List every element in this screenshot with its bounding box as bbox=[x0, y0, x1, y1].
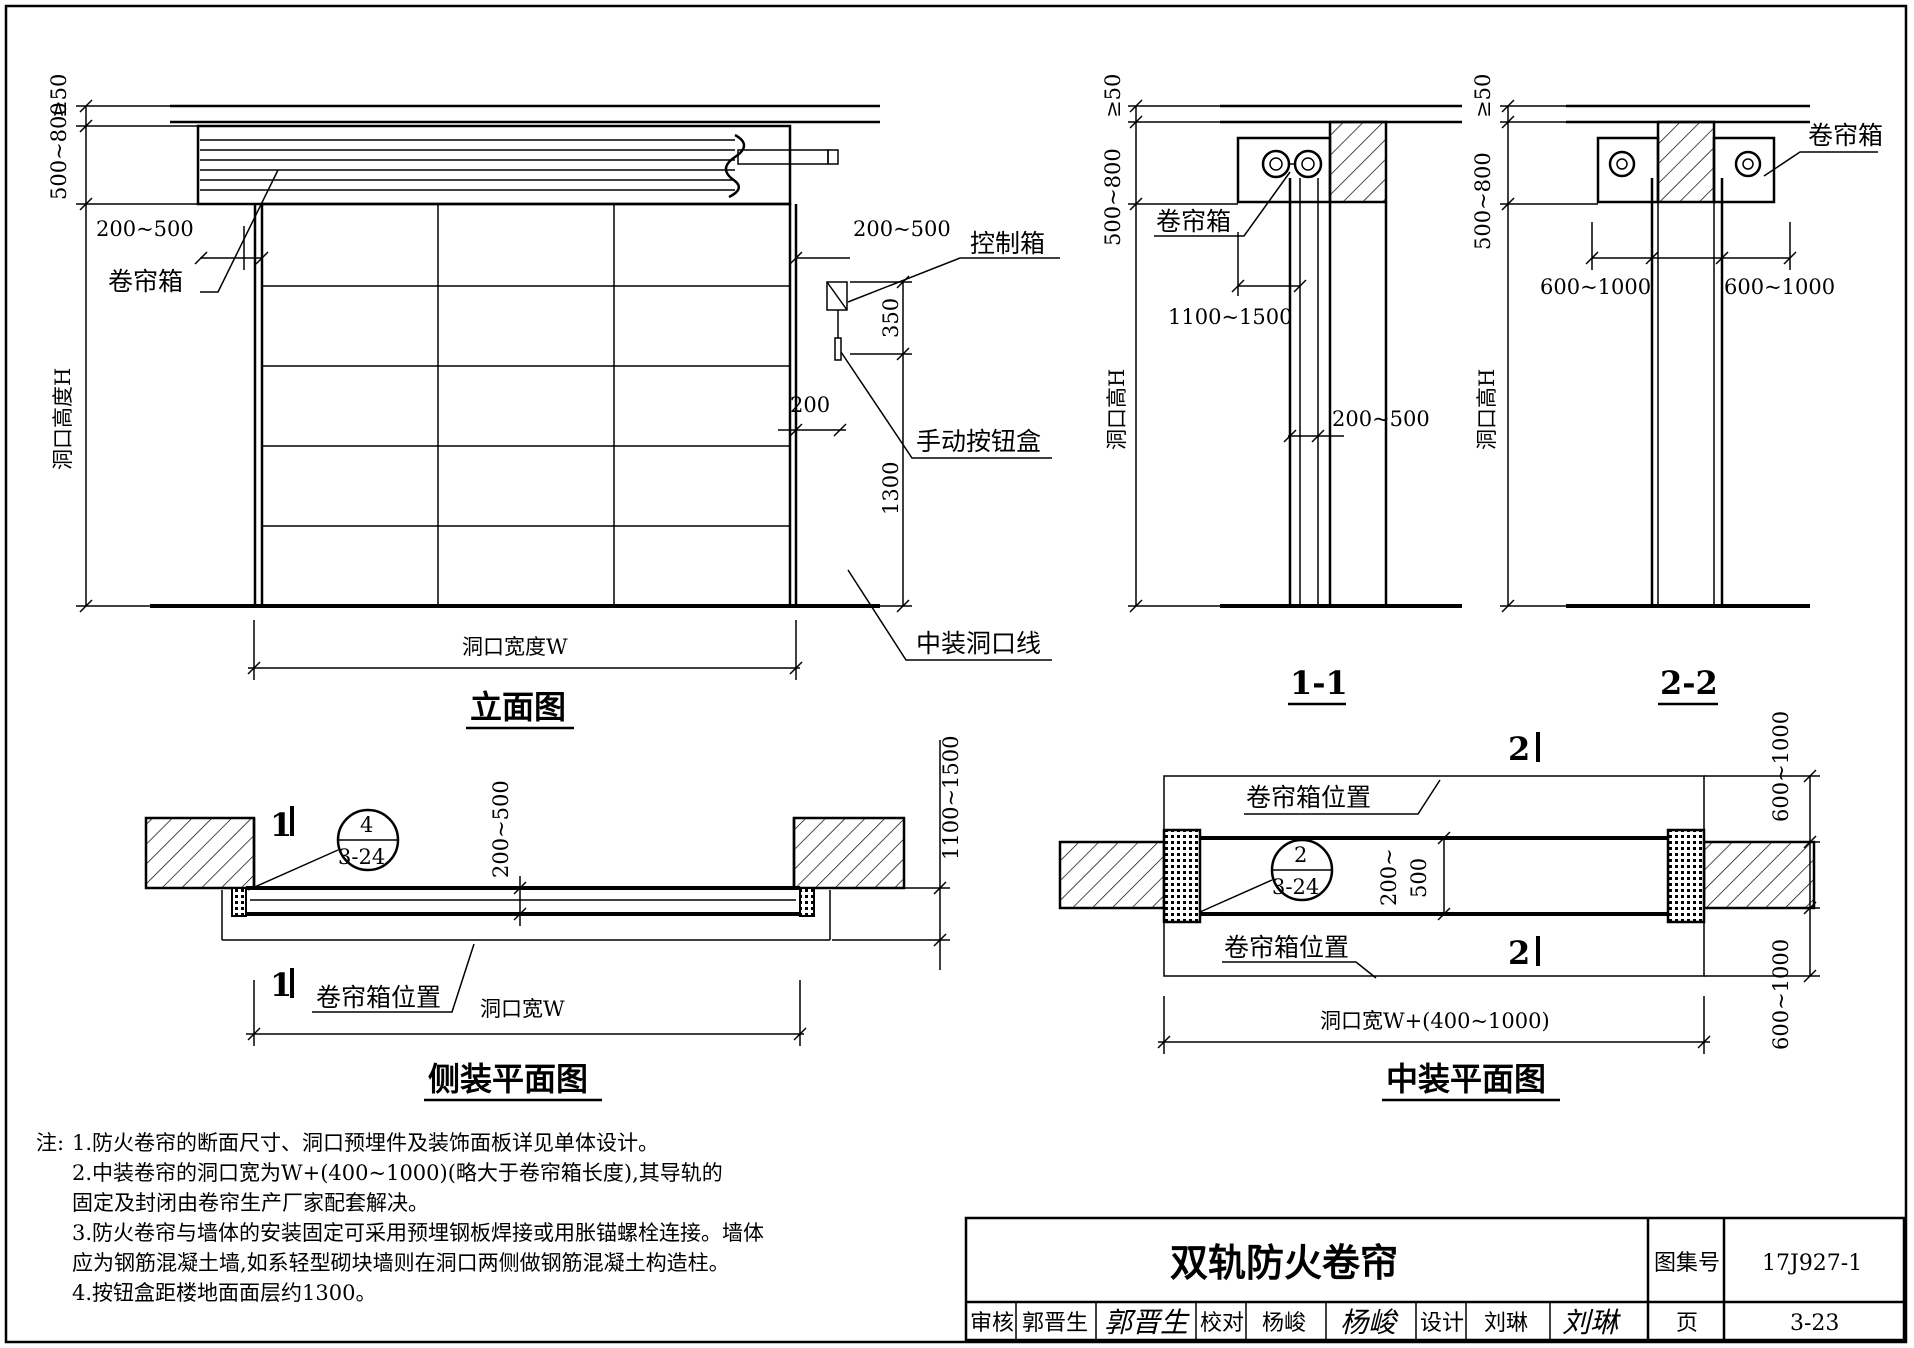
reviewer-signature: 郭晋生 bbox=[1104, 1306, 1190, 1339]
s1-label-roll-box: 卷帘箱 bbox=[1156, 207, 1231, 236]
elev-dim-box-height: 500~800 bbox=[47, 102, 71, 200]
note-line-2: 2.中装卷帘的洞口宽为W+(400~1000)(略大于卷帘箱长度),其导轨的 bbox=[72, 1161, 723, 1185]
page-label: 页 bbox=[1676, 1311, 1698, 1336]
elev-dim-top-gap: ≥50 bbox=[47, 74, 71, 118]
atlas-label: 图集号 bbox=[1654, 1251, 1720, 1276]
elev-label-manual-button-box: 手动按钮盒 bbox=[916, 427, 1041, 456]
elevation-roll-box bbox=[196, 124, 792, 206]
side-plan-dim-right: 1100~1500 bbox=[939, 736, 963, 860]
s2-dim-right: 600~1000 bbox=[1724, 275, 1835, 299]
center-plan-dim-mid-b: 500 bbox=[1407, 858, 1431, 898]
note-line-1: 1.防火卷帘的断面尺寸、洞口预埋件及装饰面板详见单体设计。 bbox=[72, 1131, 659, 1155]
notes-prefix: 注: bbox=[36, 1131, 64, 1155]
elevation-view: ≥50 500~800 洞口高度H 200~500 200~500 卷帘箱 控制… bbox=[47, 74, 1060, 730]
center-plan-dim-right-top: 600~1000 bbox=[1769, 711, 1793, 822]
side-plan-dim-side: 200~500 bbox=[489, 780, 513, 878]
elevation-title: 立面图 bbox=[470, 688, 566, 726]
center-plan-dim-opening-width: 洞口宽W+(400~1000) bbox=[1320, 1009, 1550, 1033]
elev-label-control-box: 控制箱 bbox=[970, 229, 1045, 258]
s1-dim-box-height: 500~800 bbox=[1101, 148, 1125, 246]
center-plan-label-bottom: 卷帘箱位置 bbox=[1224, 933, 1349, 962]
elev-label-roll-box: 卷帘箱 bbox=[108, 267, 183, 296]
s1-dim-side: 200~500 bbox=[1332, 407, 1430, 431]
checker-signature: 杨峻 bbox=[1340, 1306, 1399, 1339]
s2-dim-left: 600~1000 bbox=[1540, 275, 1651, 299]
sheet-frame bbox=[4, 4, 1908, 1344]
center-plan-dim-right-bottom: 600~1000 bbox=[1769, 939, 1793, 1050]
note-line-6: 4.按钮盒距楼地面面层约1300。 bbox=[72, 1281, 376, 1305]
elev-dim-1300: 1300 bbox=[879, 462, 903, 515]
title-block: 双轨防火卷帘 图集号 17J927-1 审核 郭晋生 郭晋生 校对 杨峻 杨峻 … bbox=[964, 1216, 1906, 1342]
checker-name: 杨峻 bbox=[1262, 1311, 1306, 1336]
designer-name: 刘琳 bbox=[1484, 1311, 1528, 1336]
side-plan-detail-num: 4 bbox=[360, 813, 373, 837]
note-line-4: 3.防火卷帘与墙体的安装固定可采用预埋钢板焊接或用胀锚螺栓连接。墙体 bbox=[72, 1221, 764, 1245]
center-plan-label-top: 卷帘箱位置 bbox=[1246, 783, 1371, 812]
s2-dim-box-height: 500~800 bbox=[1471, 152, 1495, 250]
center-plan-view: 200~ 500 2 3-24 2 2 卷帘箱位置 卷帘箱位置 600~1000… bbox=[1058, 711, 1820, 1102]
section-1-title: 1-1 bbox=[1290, 664, 1348, 702]
reviewer-name: 郭晋生 bbox=[1022, 1311, 1088, 1336]
center-plan-roll-box-outline bbox=[1163, 775, 1705, 977]
section-2-title: 2-2 bbox=[1660, 664, 1718, 702]
side-plan-label-roll-box-position: 卷帘箱位置 bbox=[316, 983, 441, 1012]
elev-dim-side-left: 200~500 bbox=[96, 217, 194, 241]
manual-button-box bbox=[834, 337, 842, 361]
design-label: 设计 bbox=[1420, 1311, 1464, 1336]
elev-dim-opening-height: 洞口高度H bbox=[51, 368, 75, 470]
side-plan-detail-sheet: 3-24 bbox=[338, 845, 385, 869]
s2-label-roll-box: 卷帘箱 bbox=[1808, 121, 1883, 150]
center-plan-detail-sheet: 3-24 bbox=[1272, 875, 1319, 899]
side-plan-dim-opening-width: 洞口宽W bbox=[480, 997, 565, 1021]
note-line-3: 固定及封闭由卷帘生产厂家配套解决。 bbox=[72, 1191, 429, 1215]
atlas-no: 17J927-1 bbox=[1762, 1251, 1862, 1276]
center-plan-dim-mid-a: 200~ bbox=[1377, 848, 1401, 906]
elev-dim-side-right: 200~500 bbox=[853, 217, 951, 241]
elev-dim-200: 200 bbox=[790, 393, 830, 417]
check-label: 校对 bbox=[1200, 1311, 1244, 1336]
section-2-view: ≥50 500~800 洞口高H 卷帘箱 600~1000 600~1000 2… bbox=[1471, 74, 1883, 706]
center-plan-title: 中装平面图 bbox=[1386, 1060, 1546, 1098]
s1-dim-top-gap: ≥50 bbox=[1101, 74, 1125, 118]
designer-signature: 刘琳 bbox=[1562, 1306, 1621, 1339]
notes-block: 注: 1.防火卷帘的断面尺寸、洞口预埋件及装饰面板详见单体设计。 2.中装卷帘的… bbox=[36, 1131, 764, 1305]
section-1-view: ≥50 500~800 洞口高H 卷帘箱 1100~1500 200~500 1… bbox=[1101, 74, 1462, 706]
review-label: 审核 bbox=[970, 1311, 1014, 1336]
center-plan-detail-num: 2 bbox=[1294, 843, 1307, 867]
control-box bbox=[826, 281, 848, 311]
drawing-title: 双轨防火卷帘 bbox=[1170, 1240, 1398, 1285]
s2-dim-opening-height: 洞口高H bbox=[1475, 369, 1499, 450]
note-line-5: 应为钢筋混凝土墙,如系轻型砌块墙则在洞口两侧做钢筋混凝土构造柱。 bbox=[72, 1251, 730, 1275]
center-plan-mark-bottom: 2 bbox=[1508, 934, 1530, 972]
elev-dim-350: 350 bbox=[879, 298, 903, 338]
s1-dim-opening-height: 洞口高H bbox=[1105, 369, 1129, 450]
side-plan-view: 1100~1500 200~500 4 3-24 1 1 卷帘箱位置 洞口宽W … bbox=[144, 736, 963, 1102]
side-plan-mark-top: 1 bbox=[270, 806, 292, 844]
elev-label-center-opening-line: 中装洞口线 bbox=[916, 629, 1041, 658]
s2-dim-top-gap: ≥50 bbox=[1471, 74, 1495, 118]
elev-dim-opening-width: 洞口宽度W bbox=[462, 635, 568, 659]
s1-dim-range: 1100~1500 bbox=[1168, 305, 1292, 329]
page-no: 3-23 bbox=[1790, 1311, 1839, 1336]
side-plan-mark-bottom: 1 bbox=[270, 966, 292, 1004]
center-plan-mark-top: 2 bbox=[1508, 730, 1530, 768]
side-plan-title: 侧装平面图 bbox=[428, 1060, 588, 1098]
